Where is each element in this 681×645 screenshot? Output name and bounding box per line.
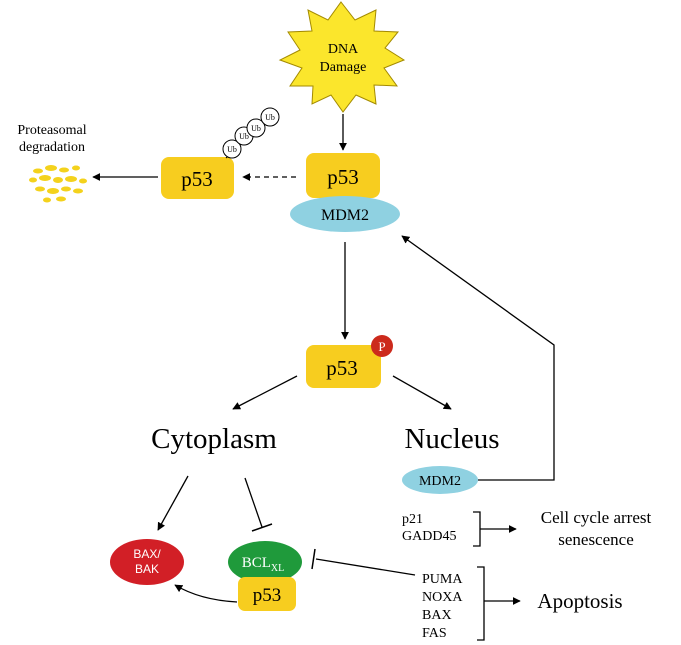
bclxl-main: BCL: [242, 555, 271, 571]
p53-mdm2-complex: p53 MDM2: [290, 153, 400, 232]
cell-cycle-arrest-label-line2: senescence: [558, 530, 634, 549]
phospho-label: P: [378, 339, 385, 354]
ub-label-1: Ub: [227, 145, 237, 154]
ubiquitin-circle-icon: Ub: [246, 118, 266, 138]
arrow-to-cytoplasm: [232, 375, 298, 410]
proteasomal-degradation: Proteasomal degradation: [17, 123, 87, 203]
cell-cycle-targets: p21 GADD45 Cell cycle arrest senescence: [402, 508, 651, 549]
proteasomal-label-line2: degradation: [19, 140, 85, 155]
p53-label-cytoplasmic: p53: [253, 585, 282, 606]
mdm2-ellipse-complex: [290, 196, 400, 232]
fas-label: FAS: [422, 626, 447, 641]
bclxl-label: BCLXL: [242, 555, 285, 574]
apoptosis-targets: PUMA NOXA BAX FAS Apoptosis: [422, 566, 623, 641]
ub-label-4: Ub: [265, 113, 275, 122]
starburst-icon: [278, 1, 406, 113]
ubiquitin-circle-icon: Ub: [222, 139, 242, 159]
degraded-protein-fragments-icon: [29, 165, 87, 203]
bax-bak-ellipse: [110, 539, 184, 585]
p53-label-complex: p53: [327, 165, 359, 189]
ub-label-3: Ub: [251, 124, 261, 133]
phosphate-circle-icon: P: [371, 335, 393, 357]
bax-bak-node: BAX/ BAK: [110, 539, 184, 585]
mdm2-label-complex: MDM2: [321, 207, 369, 224]
bclxl-subscript: XL: [271, 563, 284, 574]
inhibition-cytoplasm-to-bclxl: [244, 477, 273, 532]
p53-label-ubiquitinated: p53: [181, 167, 213, 191]
ubiquitin-circle-icon: Ub: [260, 107, 280, 127]
bax-label: BAX: [422, 608, 452, 623]
noxa-label: NOXA: [422, 590, 463, 605]
dna-damage-label-line2: Damage: [320, 60, 367, 75]
ubiquitinated-p53: p53 Ub Ub Ub Ub: [161, 107, 280, 199]
cell-cycle-arrest-label-line1: Cell cycle arrest: [541, 508, 652, 527]
p53-box-phospho: [306, 345, 381, 388]
p21-label: p21: [402, 512, 423, 527]
bax-bak-label-line1: BAX/: [133, 547, 161, 561]
bclxl-p53-complex: BCLXL p53: [228, 541, 302, 611]
gadd45-label: GADD45: [402, 529, 456, 544]
phospho-p53: p53 P: [306, 335, 393, 388]
dna-damage-label-line1: DNA: [328, 42, 359, 57]
mdm2-label-nuclear: MDM2: [419, 474, 461, 489]
arrow-cytoplasm-to-bax-bak: [157, 475, 189, 531]
p53-box-cytoplasmic: [238, 577, 296, 611]
arrow-to-nucleus: [392, 375, 452, 410]
inhibition-puma-to-bclxl: [311, 548, 416, 576]
p53-box-complex: [306, 153, 380, 198]
mdm2-ellipse-nuclear: [402, 466, 478, 494]
apoptosis-label: Apoptosis: [537, 589, 622, 613]
puma-label: PUMA: [422, 572, 463, 587]
arrow-p53-to-bax-bak: [174, 584, 238, 603]
proteasomal-label-line1: Proteasomal: [17, 123, 86, 138]
nucleus-label: Nucleus: [404, 423, 499, 455]
dna-damage-node: DNA Damage: [278, 1, 406, 113]
cytoplasm-label: Cytoplasm: [151, 423, 277, 455]
p53-label-phospho: p53: [326, 356, 358, 380]
bax-bak-label-line2: BAK: [135, 562, 159, 576]
bclxl-ellipse: [228, 541, 302, 583]
p53-box-ubiquitinated: [161, 157, 234, 199]
bracket-apoptosis-targets: [477, 566, 485, 641]
bracket-cell-cycle-targets: [473, 511, 481, 547]
ub-label-2: Ub: [239, 132, 249, 141]
feedback-arrow-mdm2-to-complex: [401, 235, 555, 481]
